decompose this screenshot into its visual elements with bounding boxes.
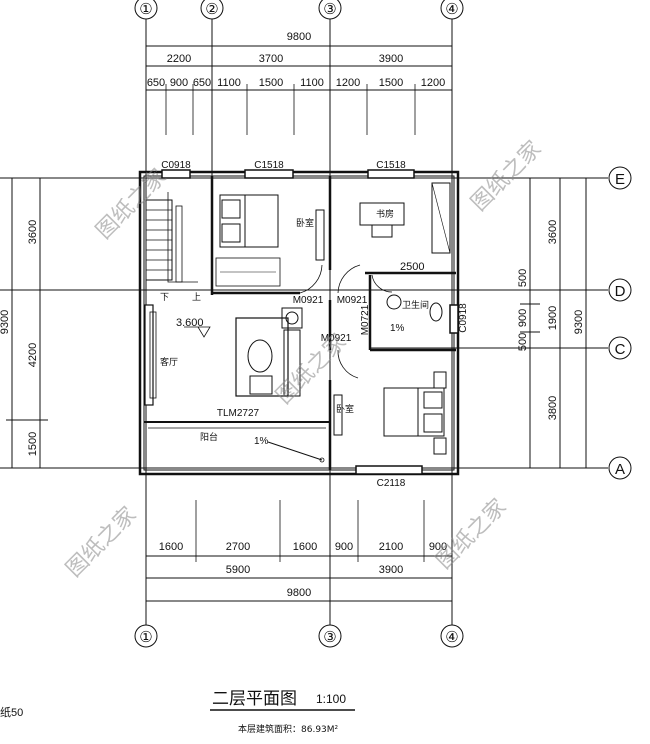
level-label: 3.600 bbox=[176, 317, 204, 329]
dim-left-1: 3600 bbox=[27, 220, 39, 244]
axis-label-D: D bbox=[615, 283, 626, 300]
window-label-c1518-a: C1518 bbox=[254, 160, 284, 171]
area-note: 本层建筑面积：86.93M² bbox=[238, 723, 339, 735]
door-label-m0921-b: M0921 bbox=[337, 295, 368, 306]
watermark-1: 图纸之家 bbox=[92, 164, 172, 244]
door-label-tlm2727: TLM2727 bbox=[217, 408, 260, 419]
dim-top-row3-3: 650 bbox=[193, 77, 211, 89]
window-label-c2118: C2118 bbox=[377, 478, 406, 489]
dim-top-row3-2: 900 bbox=[170, 77, 188, 89]
room-label-balcony: 阳台 bbox=[200, 431, 218, 443]
stair-label-down: 下 bbox=[160, 293, 169, 303]
watermark-5: 图纸之家 bbox=[432, 494, 512, 574]
dim-top-row3-6: 1100 bbox=[300, 77, 324, 89]
dim-right-4: 500 bbox=[517, 333, 529, 351]
axis-label-4-bottom: ④ bbox=[445, 629, 458, 646]
door-label-m0721: M0721 bbox=[360, 304, 371, 335]
dim-bottom-total: 9800 bbox=[287, 587, 311, 599]
axis-label-3-bottom: ③ bbox=[323, 629, 336, 646]
dim-top-row2-2: 3700 bbox=[259, 53, 283, 65]
axis-label-E: E bbox=[615, 171, 625, 188]
dim-left-3: 1500 bbox=[27, 432, 39, 456]
axis-label-3: ③ bbox=[323, 1, 336, 18]
dim-top-row3-8: 1500 bbox=[379, 77, 403, 89]
stair-label-up: 上 bbox=[192, 292, 201, 303]
door-label-m0921-c: M0921 bbox=[321, 333, 352, 344]
dim-bottom-row1-3: 1600 bbox=[293, 541, 317, 553]
room-label-bedroom-1: 卧室 bbox=[296, 217, 314, 229]
door-label-m0921-a: M0921 bbox=[293, 295, 324, 306]
watermark-2: 图纸之家 bbox=[467, 136, 547, 216]
dim-bottom-row1-2: 2700 bbox=[226, 541, 250, 553]
dim-top-row3-5: 1500 bbox=[259, 77, 283, 89]
dim-top-total: 9800 bbox=[287, 31, 311, 43]
room-label-bedroom-2: 卧室 bbox=[336, 403, 354, 415]
axis-label-C: C bbox=[615, 341, 626, 358]
axis-label-4: ④ bbox=[445, 1, 458, 18]
dim-bottom-row2-2: 3900 bbox=[379, 564, 403, 576]
axis-label-1-bottom: ① bbox=[139, 629, 152, 646]
dim-bottom-row1-4: 900 bbox=[335, 541, 353, 553]
dim-top-row3-1: 650 bbox=[147, 77, 165, 89]
dim-top-row3-9: 1200 bbox=[421, 77, 445, 89]
room-label-study: 书房 bbox=[376, 208, 394, 220]
window-label-c0918-right: C0918 bbox=[458, 303, 469, 333]
dim-right-2: 500 bbox=[517, 269, 529, 287]
window-label-c1518-b: C1518 bbox=[376, 160, 406, 171]
dim-bottom-row1-5: 2100 bbox=[379, 541, 403, 553]
room-label-bath: 卫生间 bbox=[402, 299, 429, 311]
dim-top-row3-7: 1200 bbox=[336, 77, 360, 89]
study-dim-label: 2500 bbox=[400, 261, 424, 273]
window-label-c0918-top: C0918 bbox=[161, 160, 191, 171]
dim-right-1: 3600 bbox=[547, 220, 559, 244]
dim-bottom-row1-1: 1600 bbox=[159, 541, 183, 553]
dim-right-3: 900 bbox=[517, 309, 529, 327]
drawing-scale: 1:100 bbox=[316, 692, 346, 706]
watermark-4: 图纸之家 bbox=[62, 502, 142, 582]
dim-left-total: 9300 bbox=[0, 310, 11, 334]
room-label-living: 客厅 bbox=[160, 356, 178, 368]
axis-label-1: ① bbox=[139, 1, 152, 18]
dim-bottom-row2-1: 5900 bbox=[226, 564, 250, 576]
axis-label-2: ② bbox=[205, 1, 218, 18]
left-cut-text: 纸50 bbox=[0, 706, 23, 719]
dim-left-2: 4200 bbox=[27, 343, 39, 367]
dim-top-row2-1: 2200 bbox=[167, 53, 191, 65]
dim-right-5: 3800 bbox=[547, 396, 559, 420]
dim-bottom-row1-6: 900 bbox=[429, 541, 447, 553]
bath-slope-label: 1% bbox=[390, 323, 405, 334]
balcony-slope-label: 1% bbox=[254, 436, 269, 447]
dim-right-total: 9300 bbox=[573, 310, 585, 334]
dim-top-row2-3: 3900 bbox=[379, 53, 403, 65]
dim-top-row3-4: 1100 bbox=[217, 77, 241, 89]
axis-label-A: A bbox=[615, 461, 625, 478]
dim-right-mid: 1900 bbox=[547, 306, 559, 330]
drawing-title: 二层平面图 bbox=[212, 689, 297, 709]
